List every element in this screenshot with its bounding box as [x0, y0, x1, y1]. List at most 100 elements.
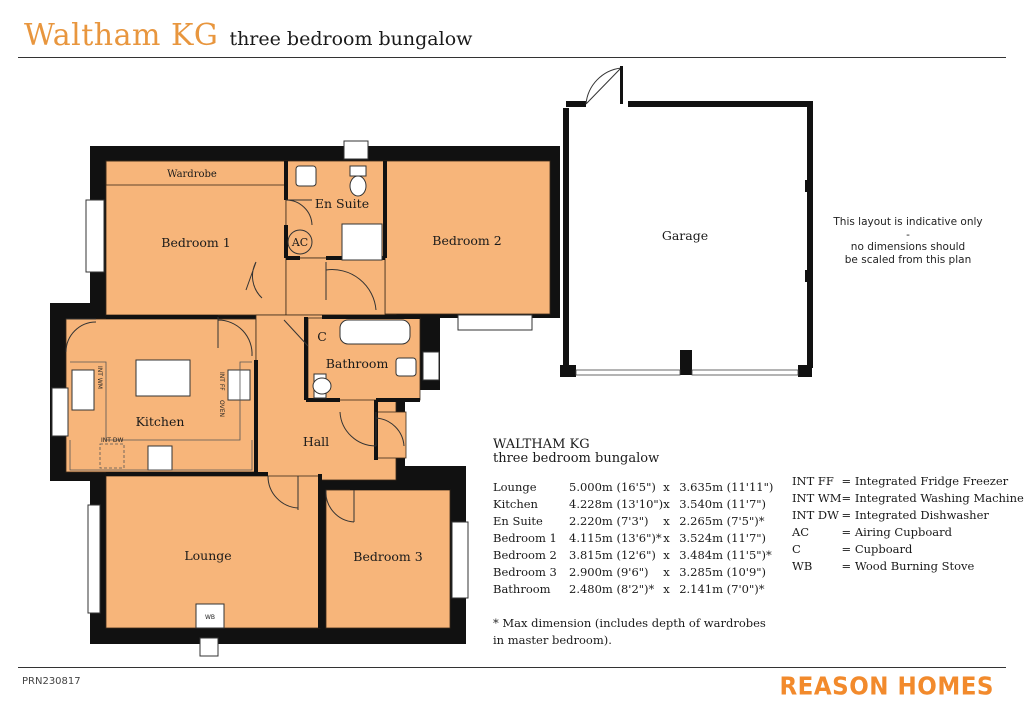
shower-tray: [341, 223, 383, 261]
dimension-length: 2.265m (7'5")*: [679, 513, 765, 528]
dimension-times: x: [663, 513, 670, 528]
dimension-room: Bedroom 1: [493, 530, 557, 545]
label-oven: OVEN: [218, 400, 225, 417]
dimension-width: 2.220m (7'3"): [569, 513, 649, 528]
label-lounge: Lounge: [184, 548, 231, 563]
dimension-width: 4.115m (13'6")*: [569, 530, 662, 545]
kitchen-island: [135, 359, 191, 397]
room-lounge: [105, 475, 321, 629]
label-en-suite: En Suite: [315, 196, 369, 211]
spec-title: WALTHAM KG: [493, 437, 590, 452]
dimension-width: 2.900m (9'6"): [569, 564, 649, 579]
dimension-room: Bathroom: [493, 581, 551, 596]
dimension-times: x: [663, 564, 670, 579]
door-swings: [65, 199, 405, 523]
label-bedroom-2: Bedroom 2: [432, 233, 501, 248]
bath: [339, 319, 411, 345]
dimension-length: 2.141m (7'0")*: [679, 581, 765, 596]
dimension-row: Bedroom 2 3.815m (12'6") x 3.484m (11'5")*: [493, 546, 773, 563]
label-garage: Garage: [662, 228, 708, 243]
dimension-row: Kitchen 4.228m (13'10")x 3.540m (11'7"): [493, 495, 773, 512]
brand-logo: REASON HOMES: [779, 672, 994, 702]
footer-rule: [18, 667, 1006, 668]
label-int-ff: INT FF: [218, 372, 225, 391]
garage: [560, 66, 813, 377]
label-bedroom-3: Bedroom 3: [353, 549, 422, 564]
kitchen-hob: [227, 369, 251, 401]
dimension-row: Lounge 5.000m (16'5") x 3.635m (11'11"): [493, 478, 773, 495]
bathroom-basin: [395, 357, 417, 377]
legend-desc: = Integrated Washing Machine: [841, 490, 1024, 505]
windows: [51, 140, 533, 657]
dimension-row: Bedroom 1 4.115m (13'6")*x 3.524m (11'7"): [493, 529, 773, 546]
dimension-row: En Suite 2.220m (7'3") x 2.265m (7'5")*: [493, 512, 773, 529]
header-rule: [18, 57, 1006, 58]
legend-row: WB = Wood Burning Stove: [792, 557, 1024, 574]
dimension-room: En Suite: [493, 513, 543, 528]
dimension-times: x: [663, 547, 670, 562]
dimension-room: Lounge: [493, 479, 537, 494]
dimension-width: 2.480m (8'2")*: [569, 581, 655, 596]
legend-abbr: INT DW: [792, 507, 839, 522]
legend-desc: = Cupboard: [841, 541, 913, 556]
label-int-wm: INT WM: [96, 366, 103, 389]
page-title: Waltham KG: [24, 18, 219, 53]
legend-abbr: C: [792, 541, 801, 556]
label-wb: WB: [205, 614, 215, 621]
dimension-row: Bathroom 2.480m (8'2")* x 2.141m (7'0")*: [493, 580, 773, 597]
dimension-width: 5.000m (16'5"): [569, 479, 656, 494]
dimension-times: x: [663, 496, 670, 511]
dimension-times: x: [663, 479, 670, 494]
dimension-room: Bedroom 3: [493, 564, 557, 579]
label-kitchen: Kitchen: [136, 414, 185, 429]
dimension-length: 3.524m (11'7"): [679, 530, 767, 545]
page-subtitle: three bedroom bungalow: [229, 28, 473, 50]
page-header: Waltham KG three bedroom bungalow: [24, 18, 472, 53]
dimension-row: Bedroom 3 2.900m (9'6") x 3.285m (10'9"): [493, 563, 773, 580]
airing-cupboard: [287, 229, 313, 255]
internal-walls: [106, 161, 450, 628]
legend-row: INT WM= Integrated Washing Machine: [792, 489, 1024, 506]
label-hall: Hall: [303, 434, 329, 449]
dimension-length: 3.484m (11'5")*: [679, 547, 772, 562]
legend-row: INT FF = Integrated Fridge Freezer: [792, 472, 1024, 489]
dimension-room: Kitchen: [493, 496, 538, 511]
legend-row: AC= Airing Cupboard: [792, 523, 1024, 540]
legend-desc: = Integrated Dishwasher: [841, 507, 989, 522]
label-ac: AC: [291, 236, 308, 249]
label-bathroom: Bathroom: [326, 356, 389, 371]
kitchen-appliance: [147, 445, 173, 471]
fittings: [71, 165, 417, 629]
label-c: C: [317, 329, 327, 344]
dimension-length: 3.285m (10'9"): [679, 564, 767, 579]
reference-code: PRN230817: [22, 676, 81, 687]
dimension-room: Bedroom 2: [493, 547, 557, 562]
dimension-times: x: [663, 530, 670, 545]
spec-subtitle: three bedroom bungalow: [493, 451, 660, 466]
legend-abbr: WB: [792, 558, 813, 573]
bathroom-wc-pan: [312, 377, 332, 395]
label-int-dw: INT DW: [101, 437, 123, 444]
wood-burning-stove: [195, 603, 225, 629]
dimension-width: 4.228m (13'10"): [569, 496, 664, 511]
label-bedroom-1: Bedroom 1: [161, 235, 230, 250]
legend-abbr: INT WM: [792, 490, 842, 505]
dimension-times: x: [663, 581, 670, 596]
dimension-length: 3.635m (11'11"): [679, 479, 774, 494]
legend-desc: = Integrated Fridge Freezer: [841, 473, 1009, 488]
label-wardrobe: Wardrobe: [167, 169, 217, 180]
kitchen-sink: [71, 369, 95, 411]
legend-desc: = Wood Burning Stove: [841, 558, 975, 573]
dimension-width: 3.815m (12'6"): [569, 547, 656, 562]
basin: [295, 165, 317, 187]
legend-abbr: AC: [792, 524, 810, 539]
legend-abbr: INT FF: [792, 473, 834, 488]
room-landing: [285, 257, 386, 316]
legend-row: C = Cupboard: [792, 540, 1024, 557]
dimensions-footnote: * Max dimension (includes depth of wardr…: [493, 616, 766, 647]
room-bedroom-2: [384, 160, 551, 315]
dimension-length: 3.540m (11'7"): [679, 496, 767, 511]
kitchen-worktops: [69, 361, 253, 471]
